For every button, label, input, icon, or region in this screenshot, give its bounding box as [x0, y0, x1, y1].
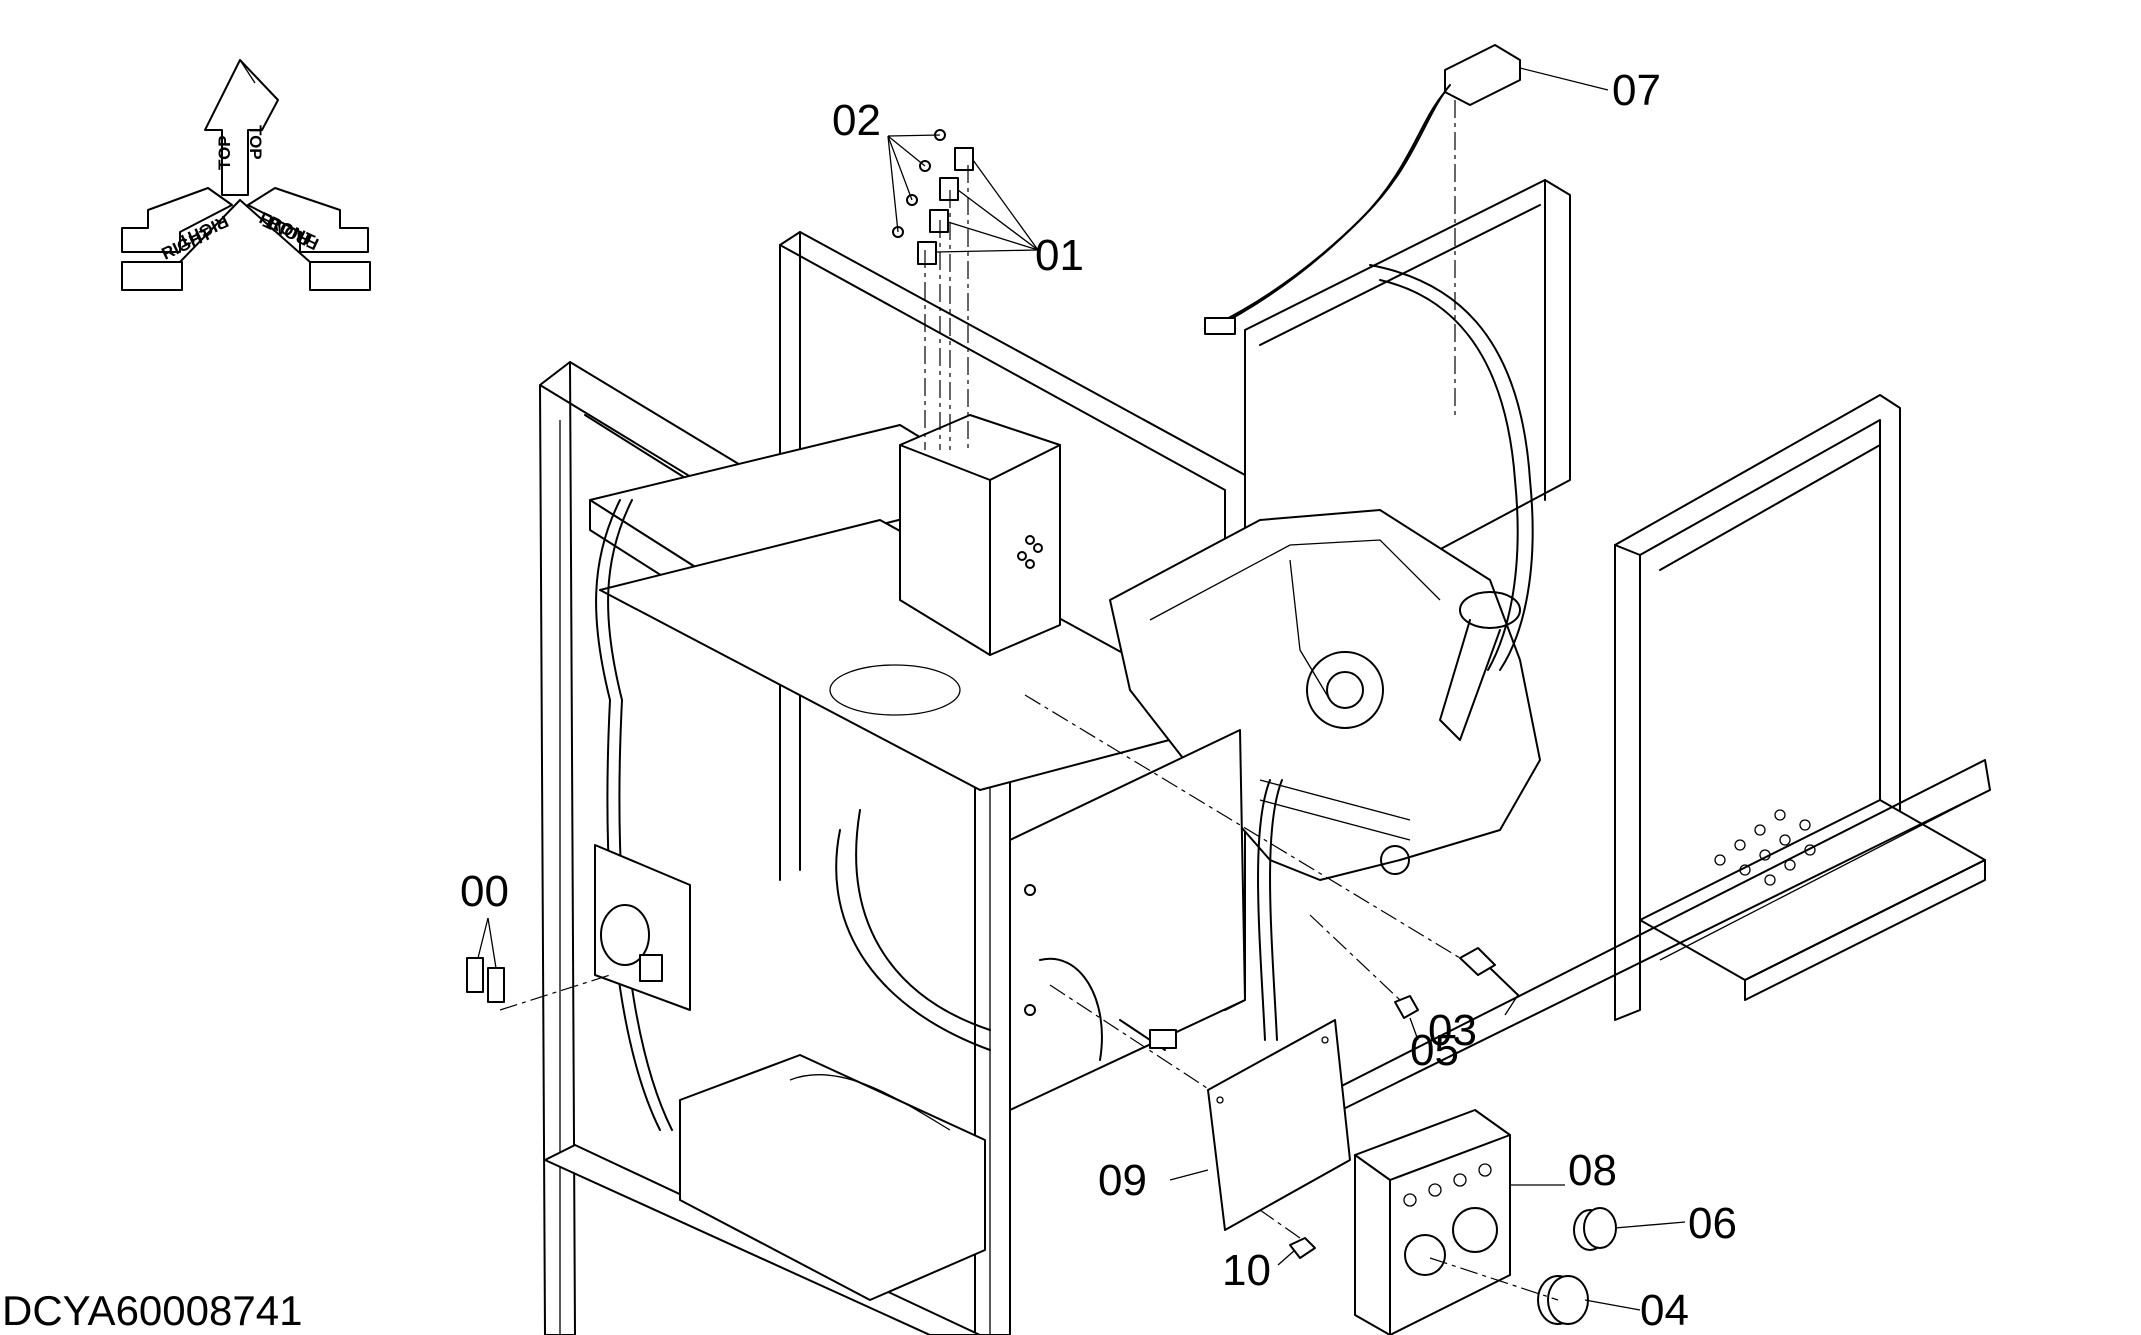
- frame-assembly: [466, 44, 1991, 1335]
- clamps-bolts: [892, 129, 1043, 569]
- callout-08: 08: [1568, 1146, 1617, 1195]
- orientation-top-label-mirror: TOP: [215, 135, 234, 170]
- callout-05: 05: [1410, 1026, 1459, 1075]
- callout-01: 01: [1035, 231, 1084, 280]
- callout-09: 09: [1098, 1156, 1147, 1205]
- drawing-code: DCYA60008741: [2, 1287, 302, 1334]
- callout-03: 03: [1428, 1006, 1477, 1055]
- orientation-top-label: TOP: [246, 125, 265, 160]
- callout-04: 04: [1640, 1286, 1689, 1335]
- orientation-indicator: TOP TOP RIGHT RIGHT FRONT FRONT: [121, 59, 371, 291]
- callout-06: 06: [1688, 1199, 1737, 1248]
- leader-lines: [477, 67, 1686, 1311]
- callout-02: 02: [832, 96, 881, 145]
- cage-floor-holes: [1714, 809, 1816, 886]
- callout-labels: 02 01 07 00 03 05 09 08 06 10 04: [460, 66, 1737, 1335]
- callout-07: 07: [1612, 66, 1661, 115]
- callout-10: 10: [1222, 1246, 1271, 1295]
- callout-00: 00: [460, 867, 509, 916]
